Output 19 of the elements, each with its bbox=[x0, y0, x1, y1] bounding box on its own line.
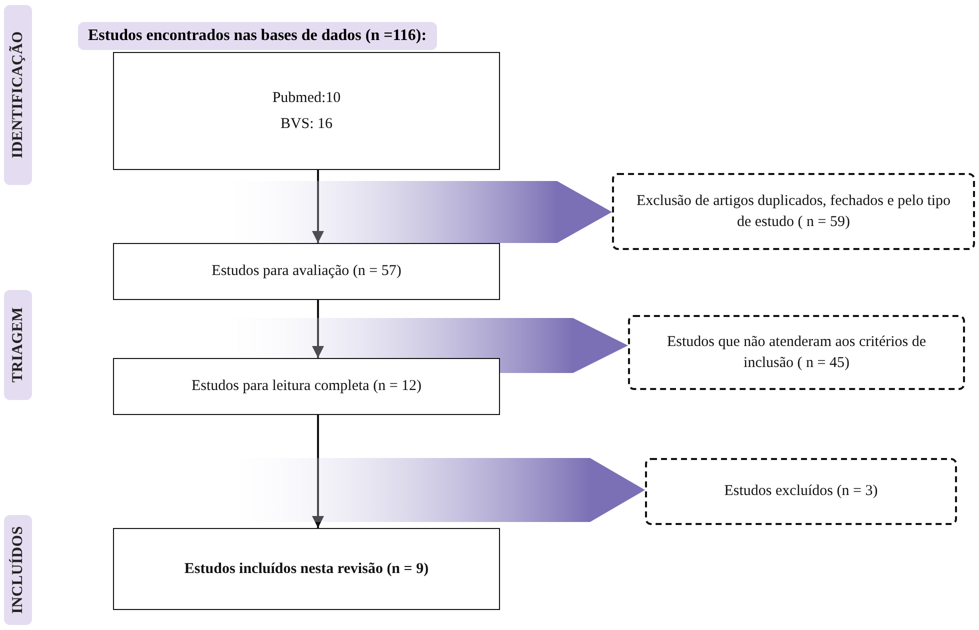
heading: Estudos encontrados nas bases de dados (n =116): bbox=[78, 22, 437, 50]
box-text: Estudos para avaliação (n = 57) bbox=[212, 262, 402, 282]
box-text: Pubmed:10 bbox=[272, 88, 341, 108]
stage-label: TRIAGEM bbox=[10, 307, 26, 383]
process-box bbox=[113, 52, 500, 170]
process-box bbox=[113, 358, 500, 415]
box-text: Estudos para leitura completa (n = 12) bbox=[191, 377, 422, 396]
stage-label: INCLUÍDOS bbox=[10, 526, 26, 614]
process-box bbox=[113, 528, 500, 610]
box-text: Estudos excluídos (n = 3) bbox=[724, 482, 878, 502]
box-text: Estudos incluídos nesta revisão (n = 9) bbox=[184, 560, 429, 579]
process-box bbox=[113, 243, 500, 300]
stage-label: IDENTIFICAÇÃO bbox=[10, 31, 26, 159]
box-text: Exclusão de artigos duplicados, fechados e pelo tipo de estudo ( n = 59) bbox=[635, 192, 952, 232]
exclusion-box bbox=[645, 458, 957, 525]
box-text: Estudos que não atenderam aos critérios de inclusão ( n = 45) bbox=[666, 333, 928, 372]
exclusion-box bbox=[612, 173, 975, 250]
exclusion-box bbox=[628, 315, 965, 390]
box-text: BVS: 16 bbox=[280, 115, 333, 134]
